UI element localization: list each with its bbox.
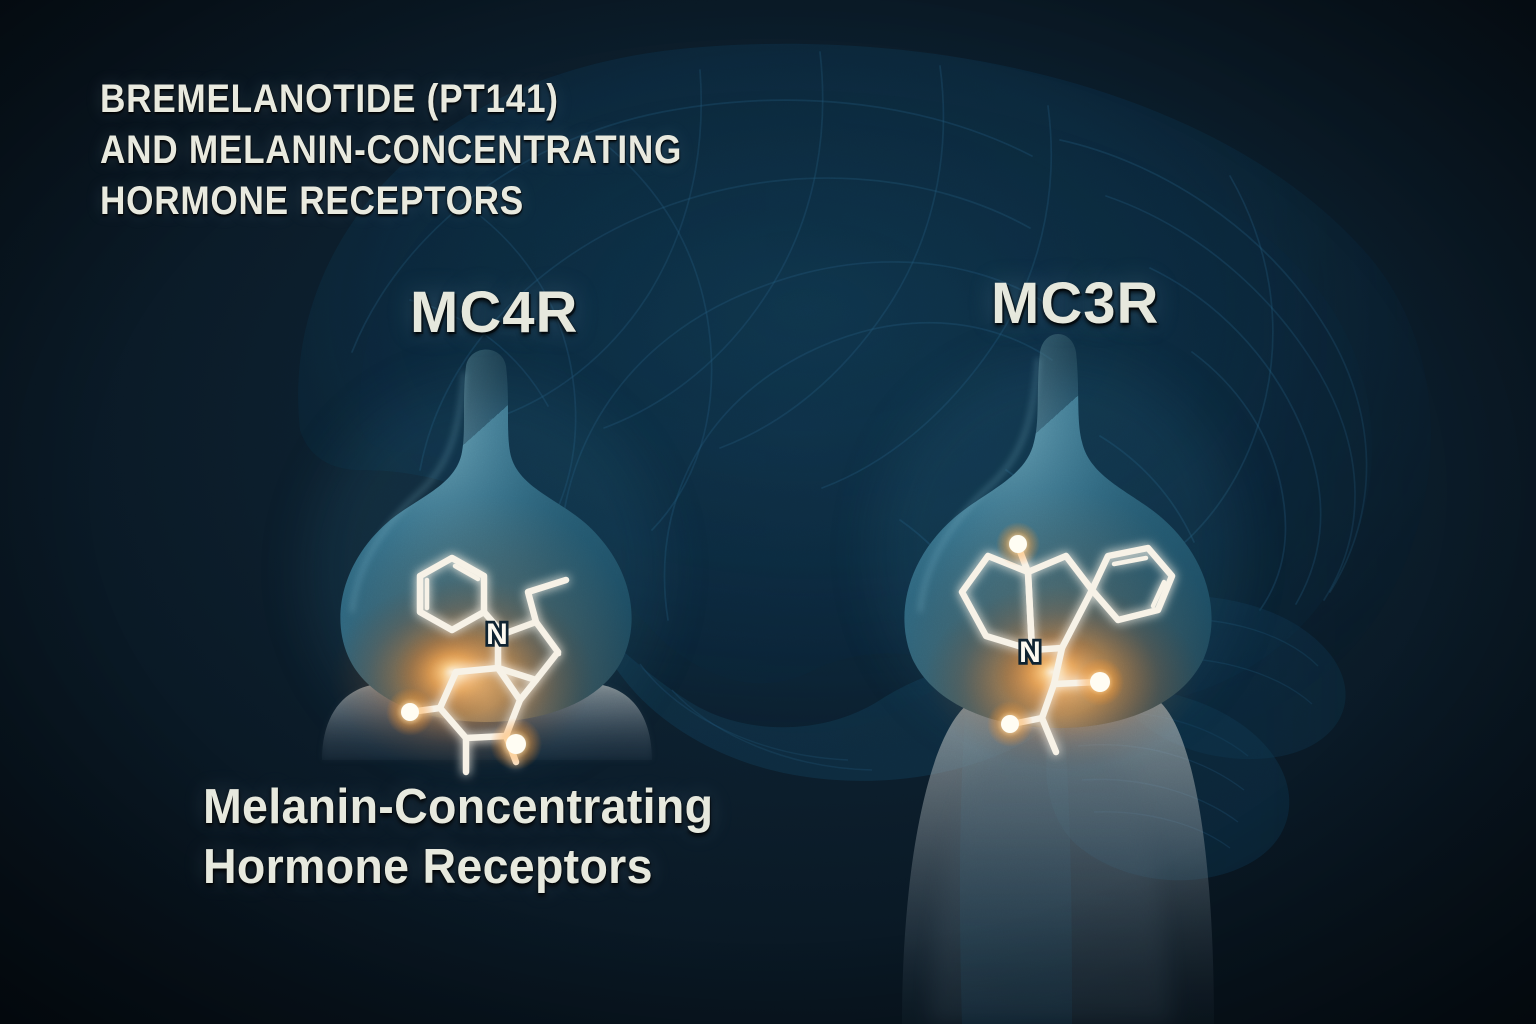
caption: Melanin-Concentrating Hormone Receptors	[203, 777, 823, 897]
caption-line-2: Hormone Receptors	[203, 840, 653, 894]
caption-line-1: Melanin-Concentrating	[203, 780, 714, 834]
receptor-label-mc3r: MC3R	[991, 271, 1160, 336]
title-line-2: AND MELANIN-CONCENTRATING	[100, 128, 683, 172]
receptor-label-mc4r: MC4R	[410, 280, 579, 345]
page-title: BREMELANOTIDE (Pt141) AND MELANIN-CONCEN…	[100, 74, 840, 227]
title-line-1: BREMELANOTIDE (Pt141)	[100, 77, 559, 121]
title-line-3: HORMONE RECEPTORS	[100, 179, 524, 223]
